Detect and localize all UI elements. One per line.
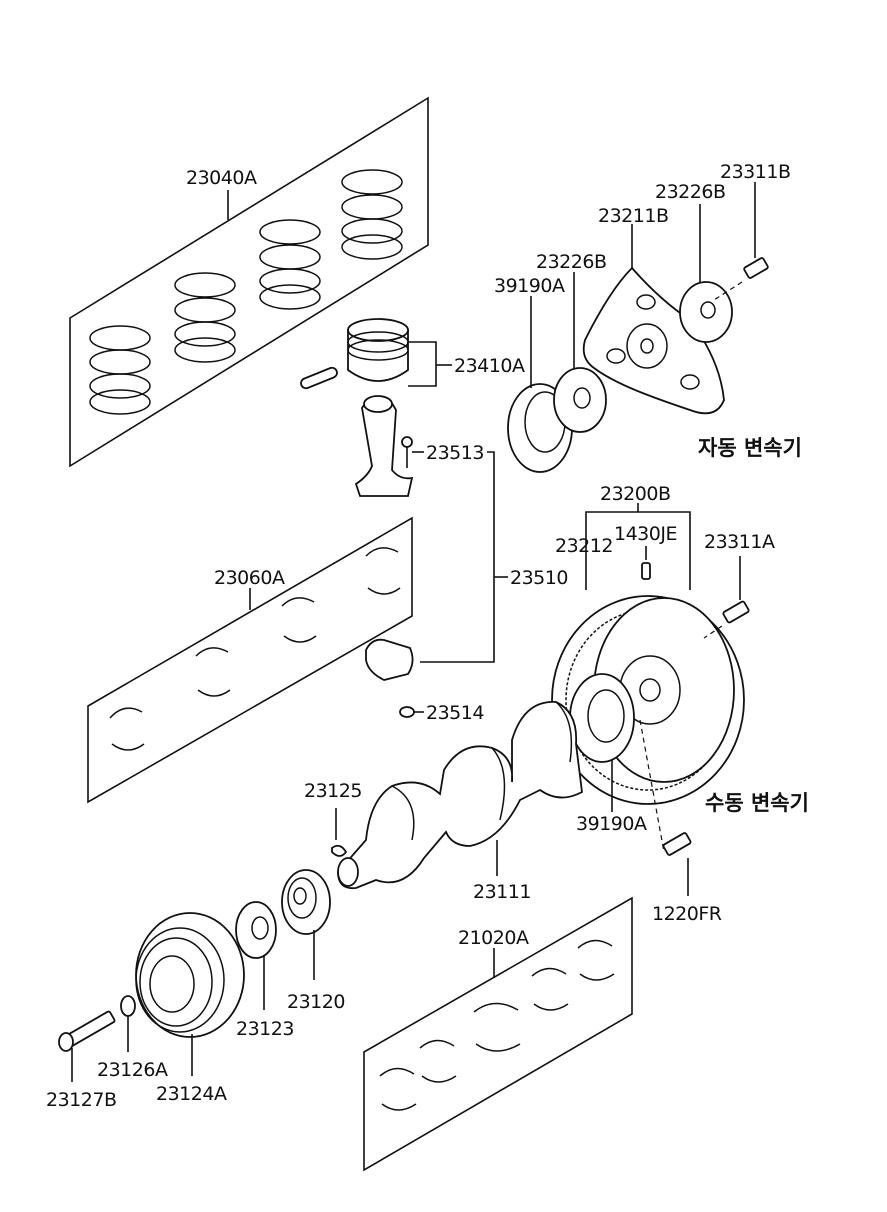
label-flywheel-assembly: 23200B <box>600 483 670 505</box>
piston-rings-frame <box>69 96 429 468</box>
pulley-washer <box>120 995 136 1017</box>
label-piston-rings: 23040A <box>186 167 257 189</box>
label-piston: 23410A <box>454 355 525 377</box>
label-adapter-plate: 23226B <box>536 251 606 273</box>
label-rod-assembly: 23510 <box>510 567 568 589</box>
rod-bearings-group: 23060A <box>87 516 413 804</box>
label-rod-bearings: 23060A <box>214 567 285 589</box>
woodruff-key <box>331 844 348 857</box>
label-bolt-1220: 1220FR <box>652 903 722 925</box>
bolt-flywheel <box>703 600 750 639</box>
label-washer: 23126A <box>97 1059 168 1081</box>
label-drive-plate: 23211B <box>598 205 668 227</box>
crankshaft <box>337 701 583 890</box>
label-flywheel: 23212 <box>555 535 613 557</box>
note-automatic-transmission: 자동 변속기 <box>698 436 802 460</box>
connecting-rod-group: 23513 23510 23514 <box>354 395 568 724</box>
ring-set-1 <box>89 325 151 415</box>
main-bearings-frame <box>363 896 633 1172</box>
piston <box>347 329 409 382</box>
label-rod-bolt: 23513 <box>426 442 484 464</box>
rod-cap <box>365 638 414 681</box>
ring-set-3 <box>259 219 321 310</box>
crank-pulley <box>135 912 245 1038</box>
label-bolt-drive-plate: 23311B <box>720 161 790 183</box>
label-crankshaft: 23111 <box>473 881 531 903</box>
rod-bearing-shells <box>109 547 401 751</box>
label-ring-gear-manual: 39190A <box>576 813 647 835</box>
manual-transmission-group: 23200B 23212 1430JE 39190A 23311A 1220FR… <box>551 483 809 925</box>
ring-set-2 <box>174 272 236 363</box>
automatic-transmission-group: 39190A 23226B 23211B 23226B 23311B 자동 변속… <box>494 161 802 473</box>
pulley-bolt <box>58 1010 116 1052</box>
label-ring-gear-auto: 39190A <box>494 275 565 297</box>
label-pulley: 23124A <box>156 1083 227 1105</box>
label-adapter-rear: 23226B <box>655 181 725 203</box>
front-end-group: 23120 23123 23124A 23126A 23127B <box>46 869 345 1111</box>
crank-sprocket <box>281 869 331 935</box>
main-bearings-group: 21020A <box>363 896 633 1172</box>
rod-nut <box>399 706 415 718</box>
label-rod-nut: 23514 <box>426 702 484 724</box>
bolt-drive-plate <box>713 257 769 301</box>
rod-bolt <box>401 436 413 468</box>
label-main-bearings: 21020A <box>458 927 529 949</box>
main-bearing-shells <box>379 939 615 1111</box>
label-pulley-bolt: 23127B <box>46 1089 116 1111</box>
dowel-pin <box>641 562 651 580</box>
adapter-plate-rear <box>679 281 733 343</box>
label-bolt-flywheel: 23311A <box>704 531 775 553</box>
label-key: 23125 <box>304 780 362 802</box>
crank-plate <box>235 901 277 959</box>
rod-bearings-frame <box>87 516 413 804</box>
piston-pin <box>300 366 338 390</box>
drive-plate <box>582 266 725 415</box>
crankshaft-group: 23111 23125 <box>304 701 583 903</box>
label-plate: 23123 <box>236 1018 294 1040</box>
label-sprocket: 23120 <box>287 991 345 1013</box>
piston-group: 23410A <box>300 318 525 390</box>
label-dowel: 1430JE <box>614 523 677 545</box>
note-manual-transmission: 수동 변속기 <box>705 791 809 815</box>
bolt-1220 <box>662 832 692 856</box>
ring-set-4 <box>341 169 403 260</box>
adapter-plate <box>553 367 607 433</box>
piston-rings-group: 23040A <box>69 96 429 468</box>
